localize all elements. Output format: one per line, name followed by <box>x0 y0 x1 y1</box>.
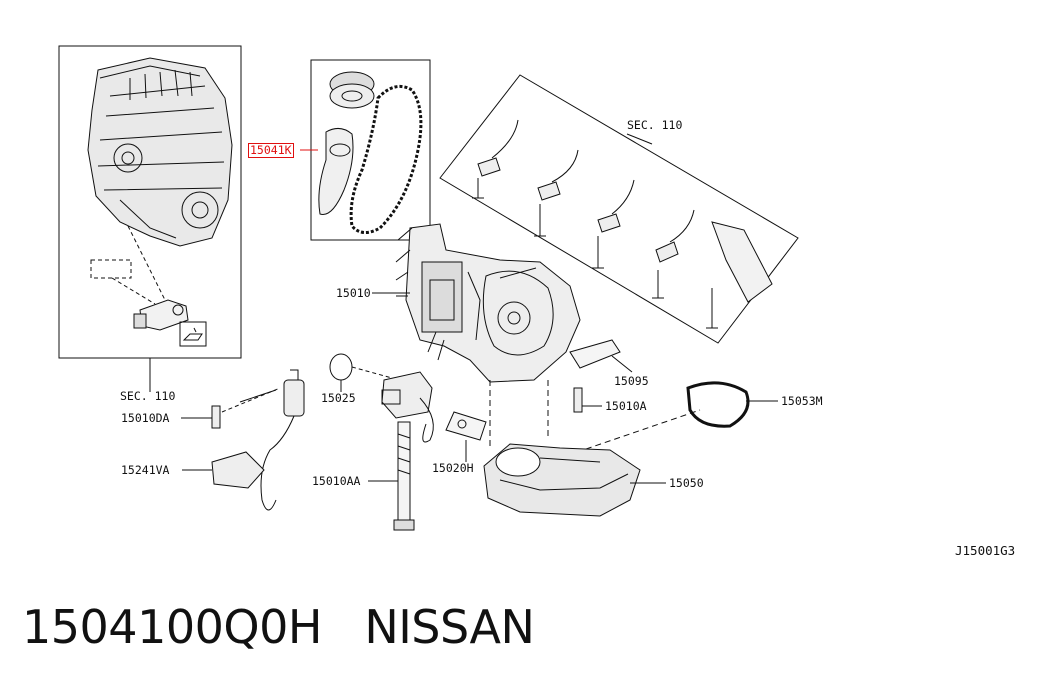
callout-15241va[interactable]: 15241VA <box>121 463 170 477</box>
gasket-drawing <box>686 381 750 428</box>
oil-pressure-switch-drawing <box>133 299 189 331</box>
solenoid-valve-drawing <box>381 371 487 443</box>
callout-15010[interactable]: 15010 <box>336 286 371 300</box>
footer-part-info: 1504100Q0H NISSAN <box>22 600 535 654</box>
callout-15050[interactable]: 15050 <box>669 476 704 490</box>
oil-warning-icon <box>179 321 207 347</box>
callout-15025[interactable]: 15025 <box>321 391 356 405</box>
o-ring-drawing <box>329 353 353 381</box>
drain-bolt-drawing <box>211 405 221 429</box>
callout-15095[interactable]: 15095 <box>614 374 649 388</box>
oil-pump-module-drawing <box>395 223 581 383</box>
footer-spacer <box>322 600 364 654</box>
callout-15010da[interactable]: 15010DA <box>121 411 170 425</box>
engine-block-drawing <box>87 57 233 247</box>
oil-pan-drawing <box>483 443 641 517</box>
long-bolt-drawing <box>393 421 415 531</box>
plate-bracket-drawing <box>569 339 621 369</box>
missing-part-dashed-box <box>90 259 132 279</box>
part-number: 1504100Q0H <box>22 600 322 654</box>
callout-15053m[interactable]: 15053M <box>781 394 823 408</box>
sensor-group-box <box>439 74 799 344</box>
brand-name: NISSAN <box>364 600 535 654</box>
callout-sec110-left[interactable]: SEC. 110 <box>120 389 176 403</box>
short-bolt-drawing <box>573 387 583 413</box>
callout-sec110-top[interactable]: SEC. 110 <box>627 118 683 132</box>
callout-15041k-highlighted[interactable]: 15041K <box>248 143 294 158</box>
callout-15010aa[interactable]: 15010AA <box>312 474 361 488</box>
callout-15020h[interactable]: 15020H <box>432 461 474 475</box>
diagram-reference-code: J15001G3 <box>955 543 1016 558</box>
knock-sensor-drawings <box>472 119 773 329</box>
callout-15010a[interactable]: 15010A <box>605 399 647 413</box>
sensor-with-harness-drawing <box>211 369 305 511</box>
timing-chain-drawing <box>318 71 423 234</box>
